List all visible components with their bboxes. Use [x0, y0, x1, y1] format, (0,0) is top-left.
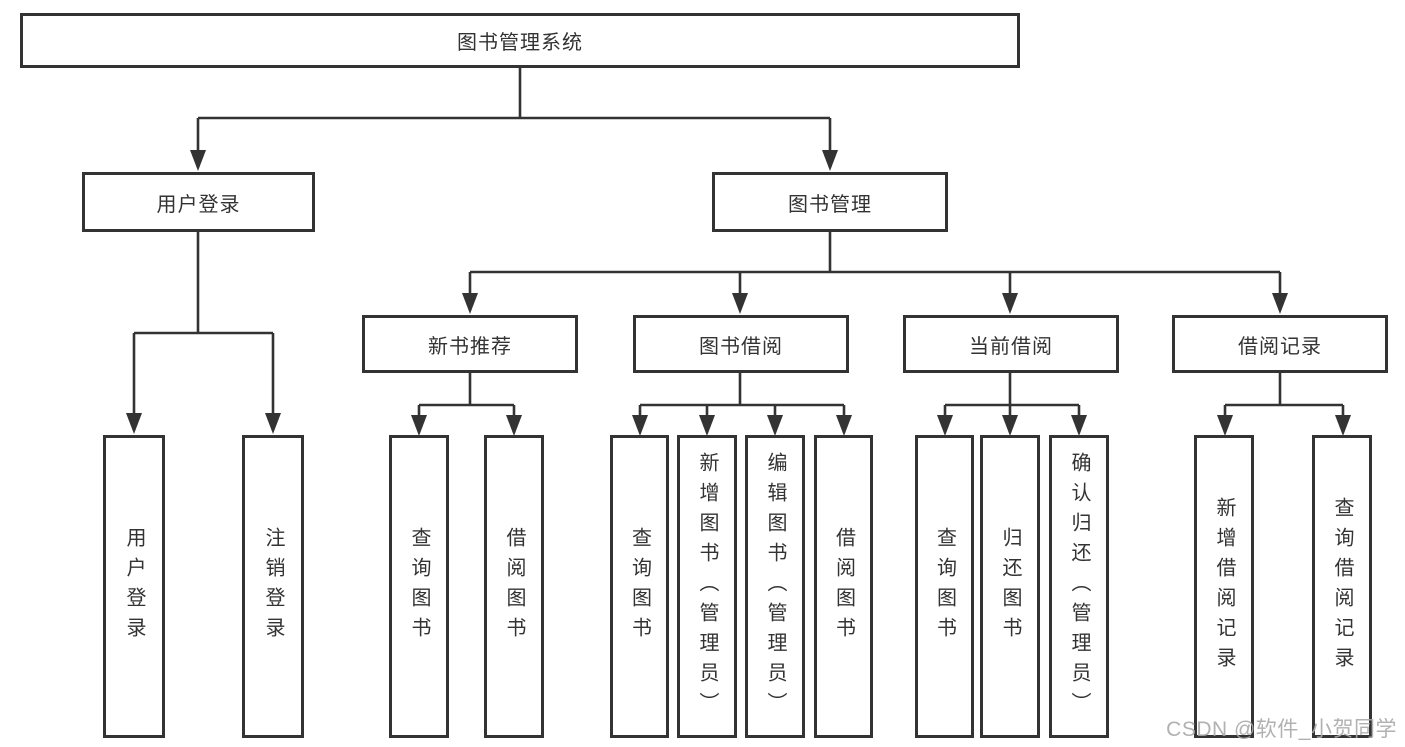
- arrowhead-bb-query: [632, 415, 648, 436]
- node-leaf-br-add-record: 新增借阅记录: [1194, 435, 1254, 738]
- node-leaf-bb-edit-book-label: 编辑图书（管理员）: [764, 451, 786, 722]
- arrowheads: [126, 150, 1351, 436]
- node-leaf-nbr-borrow-book-label: 借阅图书: [503, 526, 525, 647]
- csdn-watermark: CSDN @软件_小贺同学: [1166, 718, 1397, 741]
- node-book-borrow-label: 图书借阅: [699, 335, 783, 358]
- arrowhead-new-book-recommend: [462, 293, 478, 314]
- arrowhead-leaf-logout: [265, 413, 281, 434]
- node-leaf-bb-borrow-book: 借阅图书: [814, 435, 873, 738]
- node-current-borrow-label: 当前借阅: [969, 335, 1053, 358]
- node-leaf-user-login-label: 用户登录: [123, 526, 145, 647]
- arrowhead-user-login: [190, 150, 206, 171]
- arrowhead-br-query: [1335, 415, 1351, 436]
- node-leaf-bb-edit-book: 编辑图书（管理员）: [745, 435, 805, 738]
- node-leaf-logout: 注销登录: [242, 435, 304, 738]
- node-library-system-label: 图书管理系统: [457, 32, 583, 54]
- node-user-login-group: 用户登录: [82, 172, 315, 232]
- node-leaf-cb-confirm-return-label: 确认归还（管理员）: [1068, 451, 1090, 722]
- node-leaf-cb-confirm-return: 确认归还（管理员）: [1049, 435, 1109, 738]
- node-leaf-bb-add-book: 新增图书（管理员）: [677, 435, 737, 738]
- arrowhead-nbr-borrow: [506, 415, 522, 436]
- node-leaf-br-query-record-label: 查询借阅记录: [1331, 496, 1353, 677]
- node-leaf-user-login: 用户登录: [103, 435, 165, 738]
- node-new-book-recommend: 新书推荐: [362, 315, 578, 373]
- arrowhead-nbr-query: [411, 415, 427, 436]
- node-leaf-br-query-record: 查询借阅记录: [1312, 435, 1372, 738]
- arrowhead-bb-borrow: [836, 415, 852, 436]
- node-leaf-nbr-borrow-book: 借阅图书: [484, 435, 544, 738]
- arrowhead-bb-add: [699, 415, 715, 436]
- node-current-borrow: 当前借阅: [903, 315, 1119, 373]
- node-book-borrow: 图书借阅: [633, 315, 849, 373]
- node-leaf-bb-query-book-label: 查询图书: [628, 526, 651, 647]
- arrowhead-borrow-record: [1272, 293, 1288, 314]
- node-leaf-nbr-query-book-label: 查询图书: [408, 526, 430, 647]
- arrowhead-cb-return: [1002, 415, 1018, 436]
- arrowhead-book-management: [822, 150, 838, 171]
- arrowhead-cb-confirm: [1071, 415, 1087, 436]
- node-leaf-cb-query-book-label: 查询图书: [933, 526, 956, 647]
- node-leaf-cb-return-book: 归还图书: [980, 435, 1040, 738]
- arrowhead-bb-edit: [767, 415, 783, 436]
- node-leaf-br-add-record-label: 新增借阅记录: [1213, 496, 1235, 677]
- node-leaf-logout-label: 注销登录: [262, 526, 284, 647]
- node-library-system: 图书管理系统: [20, 13, 1020, 68]
- node-leaf-bb-add-book-label: 新增图书（管理员）: [696, 451, 718, 722]
- arrowhead-br-add: [1217, 415, 1233, 436]
- node-book-management-label: 图书管理: [788, 193, 872, 216]
- arrowhead-current-borrow: [1002, 293, 1018, 314]
- node-leaf-bb-query-book: 查询图书: [610, 435, 669, 738]
- arrowhead-cb-query: [937, 415, 953, 436]
- node-borrow-record: 借阅记录: [1172, 315, 1388, 373]
- node-leaf-bb-borrow-book-label: 借阅图书: [832, 526, 855, 647]
- node-borrow-record-label: 借阅记录: [1238, 335, 1322, 358]
- arrowhead-book-borrow: [732, 293, 748, 314]
- arrowhead-leaf-user-login: [126, 413, 142, 434]
- node-leaf-cb-return-book-label: 归还图书: [999, 526, 1021, 647]
- node-user-login-group-label: 用户登录: [156, 193, 241, 216]
- node-leaf-nbr-query-book: 查询图书: [389, 435, 449, 738]
- node-leaf-cb-query-book: 查询图书: [915, 435, 974, 738]
- node-book-management: 图书管理: [712, 172, 948, 232]
- node-new-book-recommend-label: 新书推荐: [428, 335, 512, 358]
